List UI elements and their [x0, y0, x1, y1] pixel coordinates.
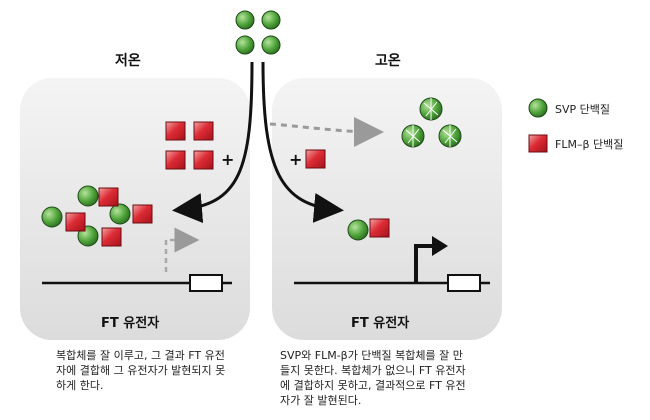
expression-arrow: [414, 244, 434, 283]
high-temp-gene-label: FT 유전자: [351, 316, 410, 331]
legend-flm-icon: [528, 134, 548, 153]
high-temp-panel: [272, 78, 502, 340]
legend-svp-label: SVP 단백질: [555, 103, 610, 116]
flm-group-low: [165, 121, 214, 170]
low-temp-path-arrow: [172, 61, 254, 224]
flm-single-high: [305, 149, 326, 169]
legend-svp-icon: [528, 98, 548, 118]
low-temp-gene-label: FT 유전자: [101, 316, 160, 331]
plus-sign-high: +: [289, 150, 302, 169]
low-temp-title: 저온: [115, 53, 141, 69]
legend-flm-label: FLM–β 단백질: [555, 138, 624, 151]
svp-aggregates: [401, 97, 462, 148]
high-temp-path-arrow: [261, 61, 344, 223]
flm-single-high-2: [369, 218, 390, 238]
top-svp-cluster: [235, 10, 281, 55]
high-temp-title: 고온: [375, 53, 401, 69]
svp-single-high: [347, 219, 369, 241]
ft-gene-box-low: [189, 274, 223, 292]
blocked-expression-arrow: [164, 227, 200, 272]
low-temp-caption: 복합체를 잘 이루고, 그 결과 FT 유전 자에 결합해 그 유전자가 발현되…: [56, 349, 226, 392]
svp-flm-complex: [41, 185, 153, 247]
aggregation-dashed-arrow: [269, 116, 384, 147]
high-temp-caption: SVP와 FLM-β가 단백질 복합체를 잘 만 들지 못한다. 복합체가 없으…: [280, 349, 466, 407]
plus-sign-low: +: [221, 150, 234, 169]
expression-arrow-head: [432, 236, 448, 256]
ft-gene-box-high: [447, 274, 481, 292]
